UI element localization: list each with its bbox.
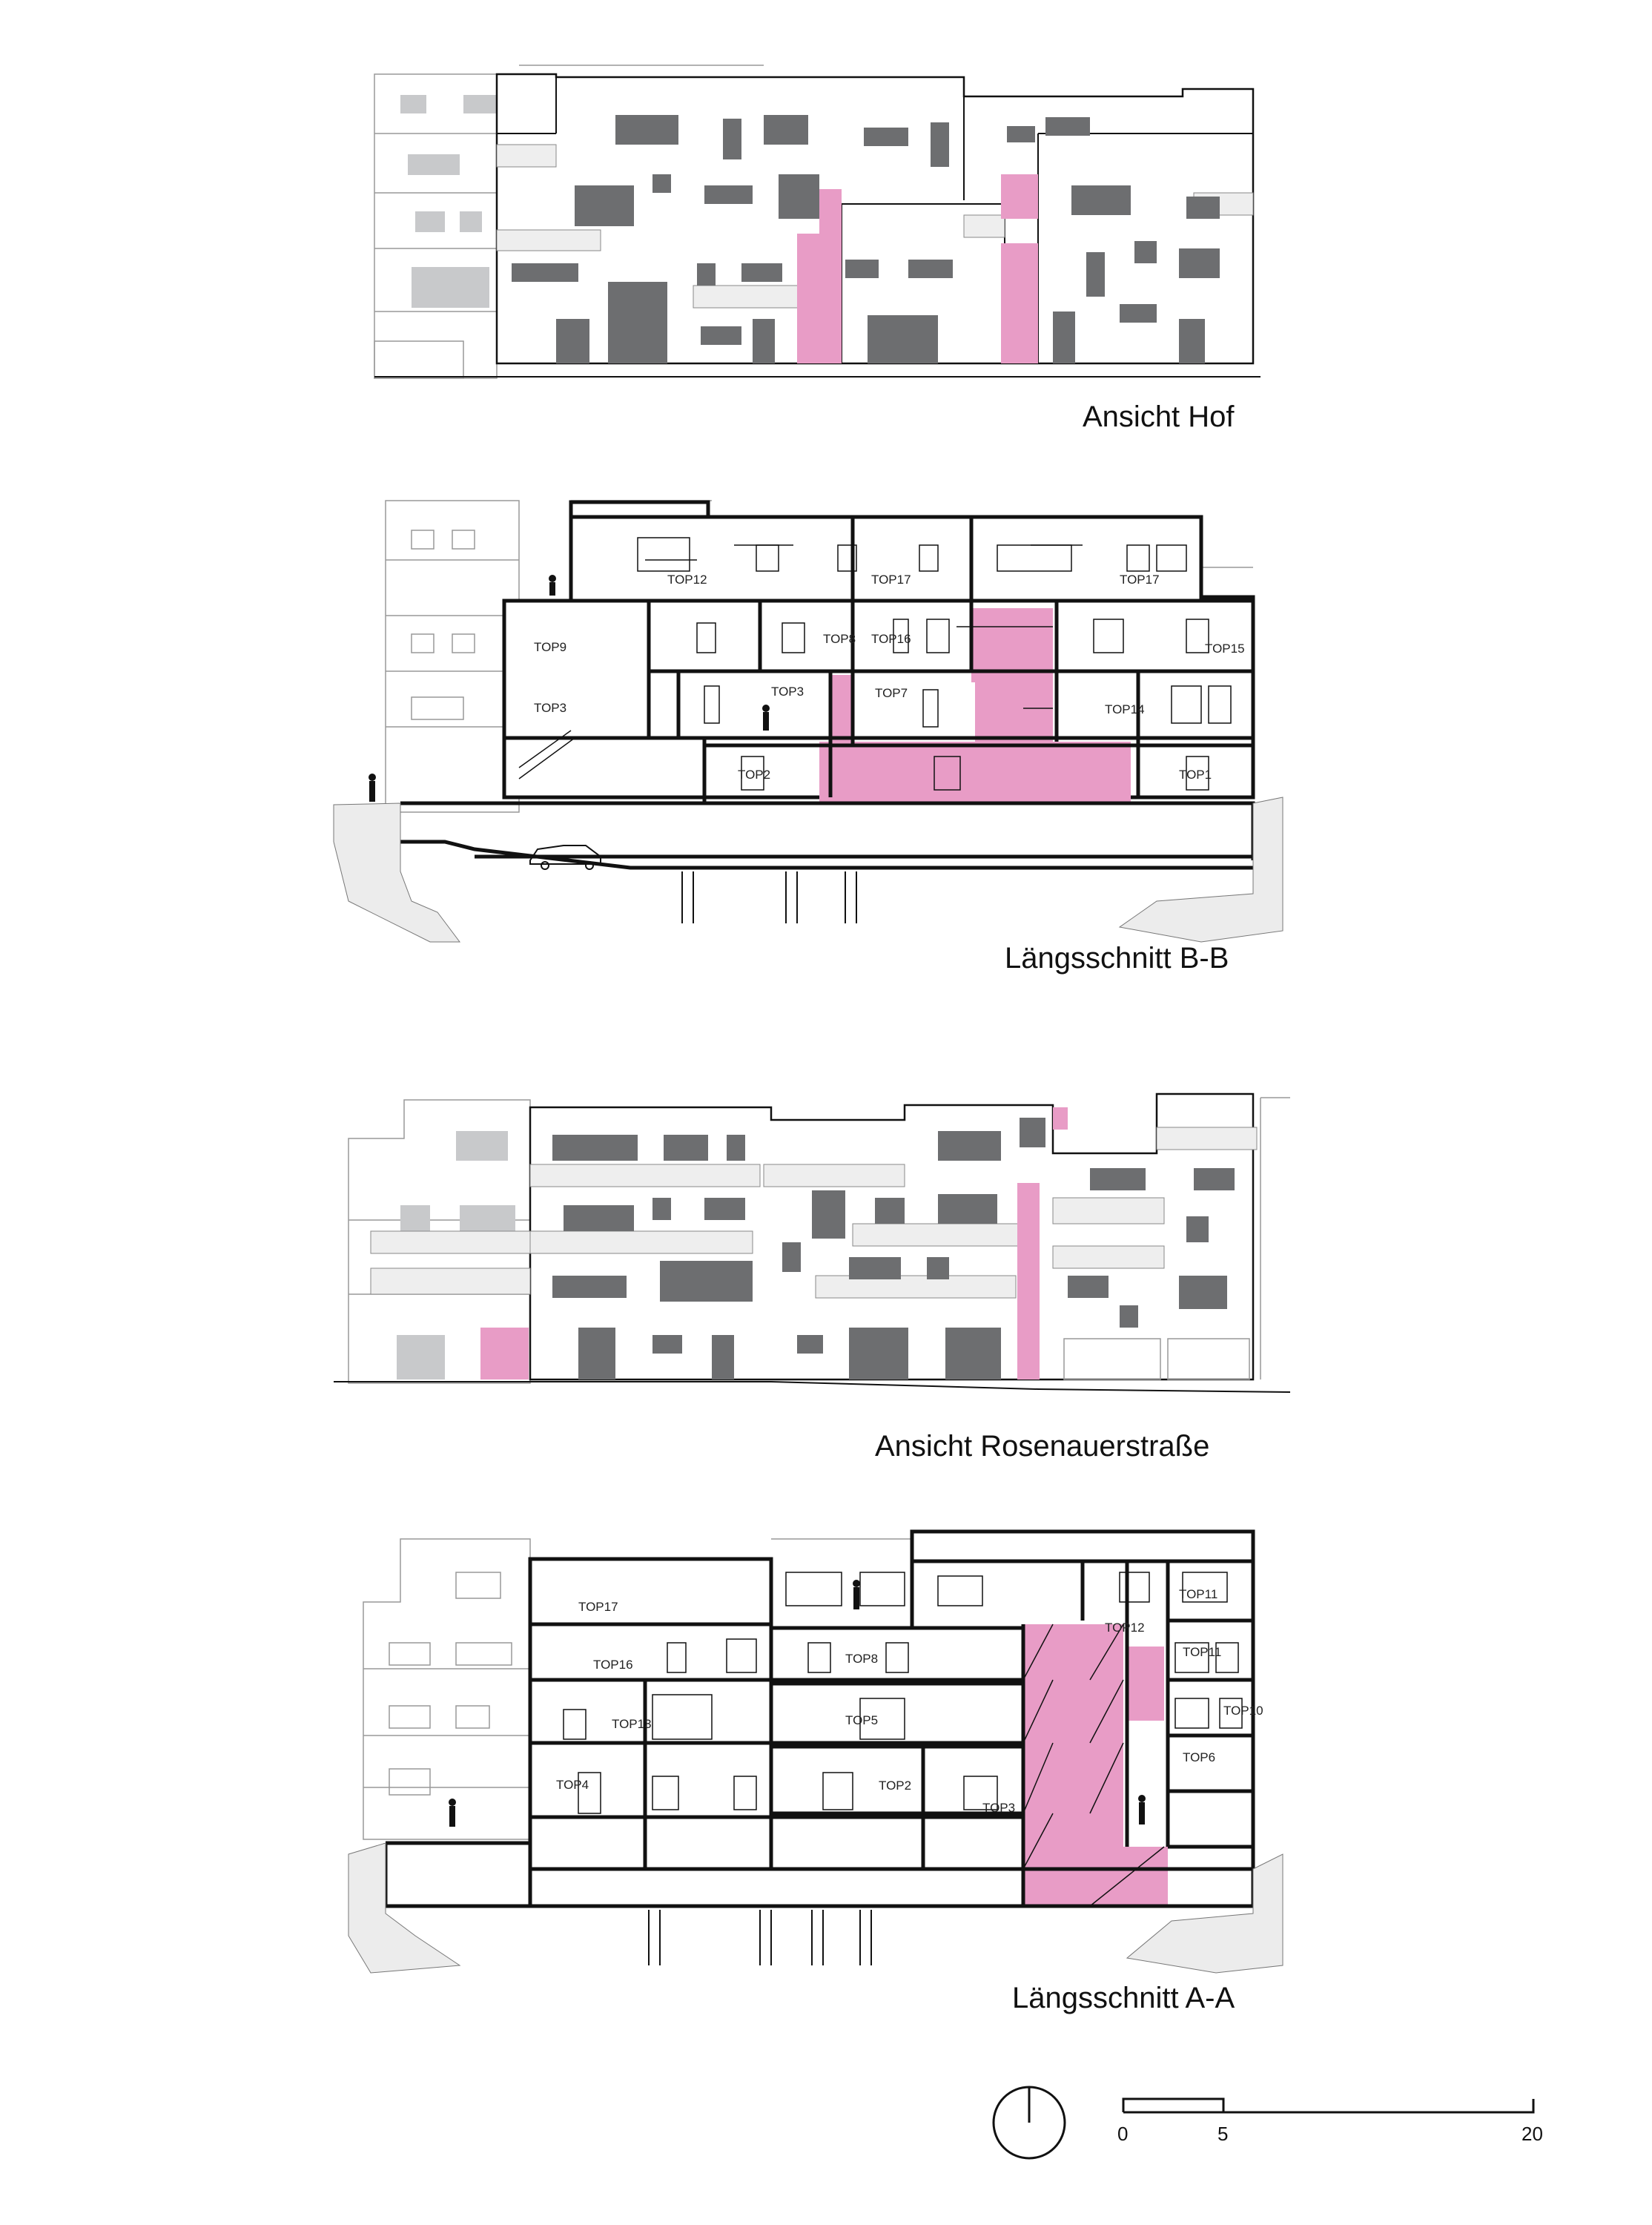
- unit-label: TOP11: [1179, 1587, 1217, 1601]
- title-ansicht-hof: Ansicht Hof: [1083, 400, 1235, 433]
- unit-label: TOP3: [771, 685, 804, 699]
- unit-label: TOP7: [875, 686, 908, 700]
- unit-label: TOP10: [1223, 1704, 1263, 1718]
- person-icon: [449, 1580, 1146, 1827]
- legend: [992, 2086, 1535, 2160]
- title-ansicht-rosenauerstrasse: Ansicht Rosenauerstraße: [875, 1430, 1210, 1463]
- unit-label: TOP16: [871, 632, 911, 646]
- unit-labels-b-b: TOP12 TOP17 TOP17 TOP9 TOP8 TOP16 TOP15 …: [534, 573, 1245, 782]
- scale-label-20: 20: [1522, 2123, 1543, 2145]
- unit-label: TOP5: [845, 1713, 878, 1727]
- elevation-rosenauerstrasse: [334, 1092, 1291, 1393]
- car-icon: [529, 845, 601, 870]
- unit-label: TOP9: [534, 640, 566, 654]
- unit-label: TOP8: [823, 632, 856, 646]
- scale-label-0: 0: [1117, 2123, 1129, 2145]
- unit-label: TOP12: [1105, 1621, 1145, 1635]
- unit-labels-a-a: TOP17 TOP11 TOP12 TOP11 TOP16 TOP8 TOP10…: [556, 1587, 1263, 1815]
- unit-label: TOP2: [738, 768, 770, 782]
- elevation-hof: [374, 65, 1261, 379]
- section-b-b: TOP12 TOP17 TOP17 TOP9 TOP8 TOP16 TOP15 …: [333, 500, 1283, 943]
- unit-label: TOP16: [593, 1658, 633, 1672]
- unit-label: TOP3: [982, 1801, 1015, 1815]
- unit-label: TOP4: [556, 1778, 589, 1792]
- section-a-a: TOP17 TOP11 TOP12 TOP11 TOP16 TOP8 TOP10…: [348, 1529, 1283, 1974]
- unit-label: TOP14: [1105, 702, 1145, 716]
- north-arrow-icon: [992, 2086, 1066, 2160]
- unit-label: TOP17: [1120, 573, 1160, 587]
- scale-label-5: 5: [1217, 2123, 1229, 2145]
- scale-bar: [1122, 2097, 1535, 2114]
- unit-label: TOP11: [1183, 1645, 1221, 1659]
- unit-label: TOP6: [1183, 1750, 1215, 1764]
- unit-label: TOP3: [534, 701, 566, 715]
- person-icon: [369, 575, 770, 802]
- unit-label: TOP1: [1179, 768, 1212, 782]
- title-laengsschnitt-b-b: Längsschnitt B-B: [1005, 942, 1229, 975]
- unit-label: TOP15: [1205, 642, 1245, 656]
- title-laengsschnitt-a-a: Längsschnitt A-A: [1012, 1982, 1235, 2014]
- unit-label: TOP8: [845, 1652, 878, 1666]
- unit-label: TOP17: [578, 1600, 618, 1614]
- unit-label: TOP17: [871, 573, 911, 587]
- unit-label: TOP12: [667, 573, 707, 587]
- unit-label: TOP13: [612, 1717, 652, 1731]
- unit-label: TOP2: [879, 1779, 911, 1793]
